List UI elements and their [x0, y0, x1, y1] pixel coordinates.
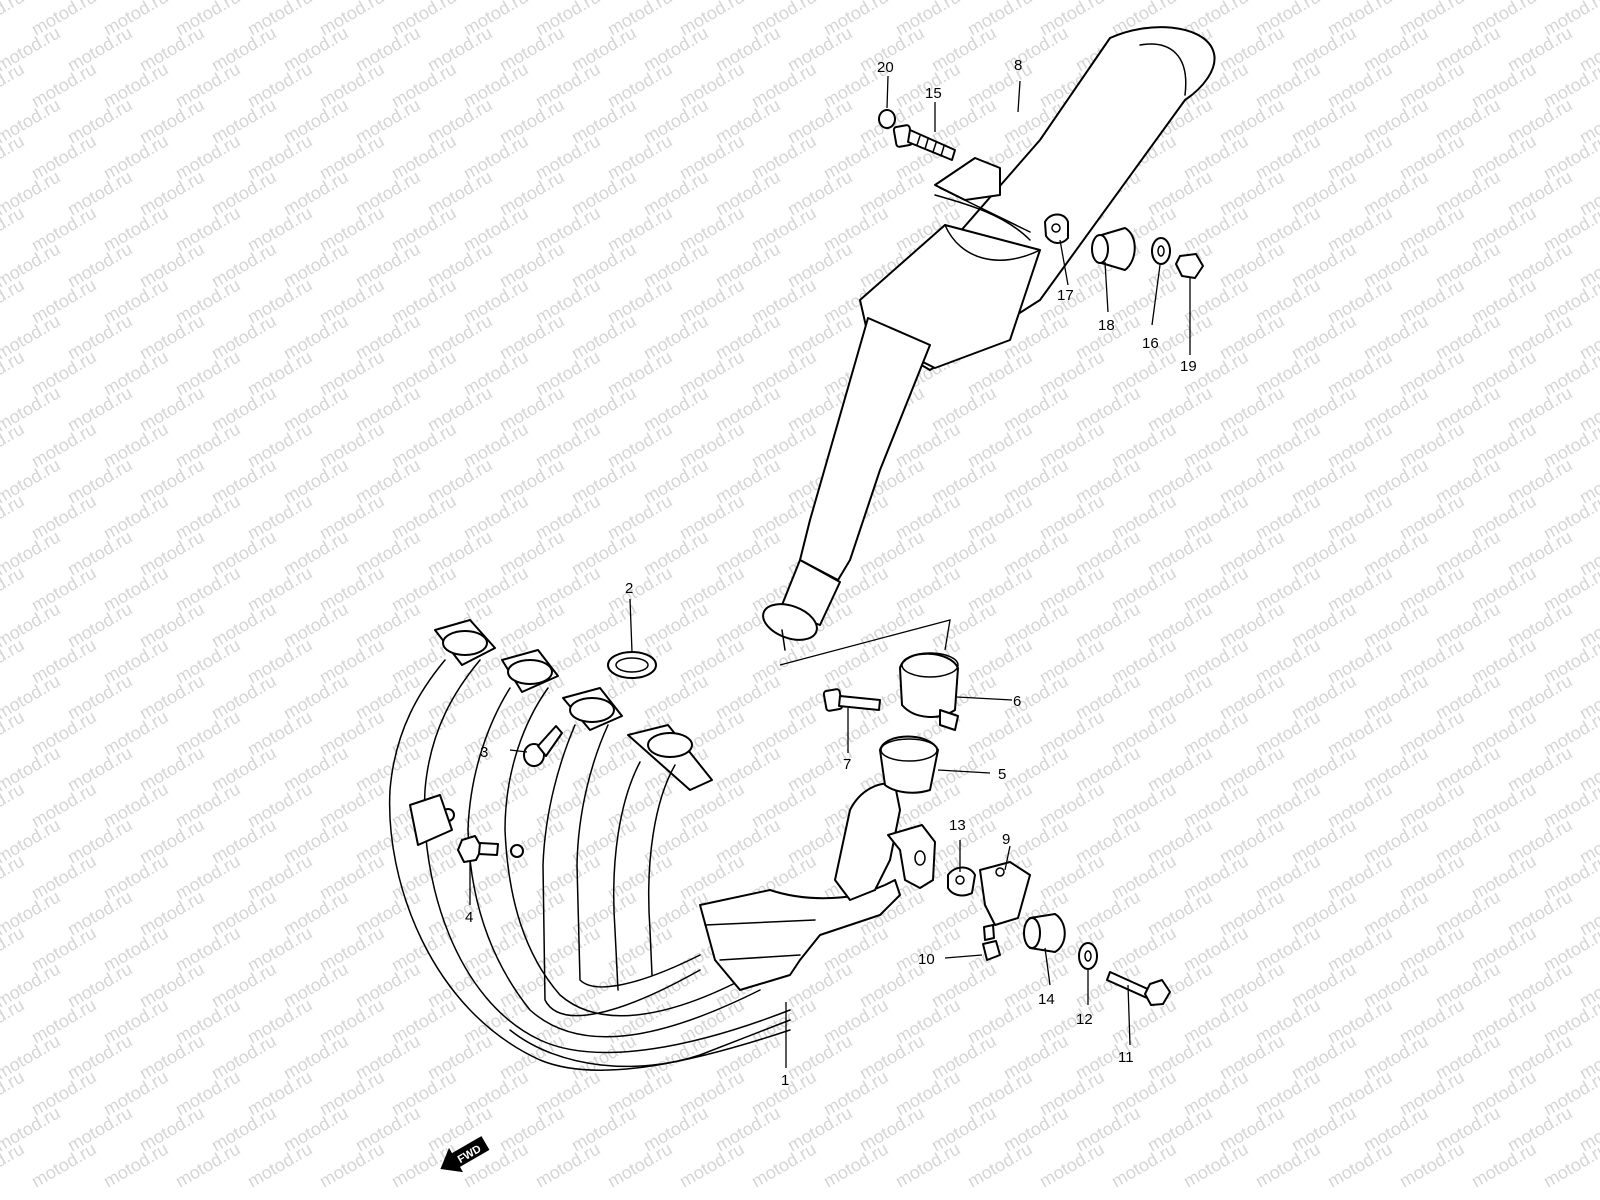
bolt-7[interactable] — [822, 688, 881, 712]
stopper-17[interactable] — [1044, 213, 1069, 244]
bolt-15[interactable] — [892, 124, 956, 161]
nut-19[interactable] — [1175, 253, 1204, 279]
callout-14: 14 — [1038, 991, 1055, 1008]
gasket-2[interactable] — [607, 651, 657, 679]
callout-3: 3 — [480, 744, 488, 761]
bolt-3[interactable] — [523, 725, 563, 767]
fwd-direction-badge: FWD — [440, 1136, 490, 1173]
arrow-forward-icon — [440, 1136, 490, 1173]
callout-12: 12 — [1076, 1011, 1093, 1028]
callout-18: 18 — [1098, 317, 1115, 334]
exhaust-header-pipes[interactable] — [388, 619, 936, 1071]
washer-12[interactable] — [1078, 942, 1098, 970]
callout-5: 5 — [998, 766, 1006, 783]
callout-19: 19 — [1180, 358, 1197, 375]
callout-6: 6 — [1013, 693, 1021, 710]
nut-20[interactable] — [878, 109, 896, 129]
callout-17: 17 — [1057, 287, 1074, 304]
callout-2: 2 — [625, 580, 633, 597]
cushion-14[interactable] — [1023, 913, 1066, 953]
bracket-9[interactable] — [979, 861, 1031, 926]
fwd-label: FWD — [456, 1143, 484, 1166]
callout-labels: 1 2 3 4 5 6 7 8 9 10 11 12 13 14 15 16 1… — [465, 57, 1197, 1089]
callout-20: 20 — [877, 59, 894, 76]
callout-16: 16 — [1142, 335, 1159, 352]
clamp-6[interactable] — [899, 652, 959, 731]
collar-13[interactable] — [947, 866, 976, 897]
bolt-11[interactable] — [1106, 971, 1171, 1006]
callout-8: 8 — [1014, 57, 1022, 74]
callout-1: 1 — [781, 1072, 789, 1089]
bolt-10[interactable] — [982, 924, 1001, 961]
leader-lines — [469, 75, 1191, 1068]
callout-15: 15 — [925, 85, 942, 102]
callout-4: 4 — [465, 909, 473, 926]
bolt-4[interactable] — [457, 835, 499, 863]
muffler[interactable] — [758, 26, 1216, 651]
callout-11: 11 — [1118, 1049, 1134, 1066]
callout-7: 7 — [843, 756, 851, 773]
gasket-5[interactable] — [879, 735, 939, 794]
cushion-18[interactable] — [1091, 227, 1136, 271]
washer-16[interactable] — [1151, 237, 1171, 265]
callout-9: 9 — [1002, 831, 1010, 848]
callout-10: 10 — [918, 951, 935, 968]
callout-13: 13 — [949, 817, 966, 834]
